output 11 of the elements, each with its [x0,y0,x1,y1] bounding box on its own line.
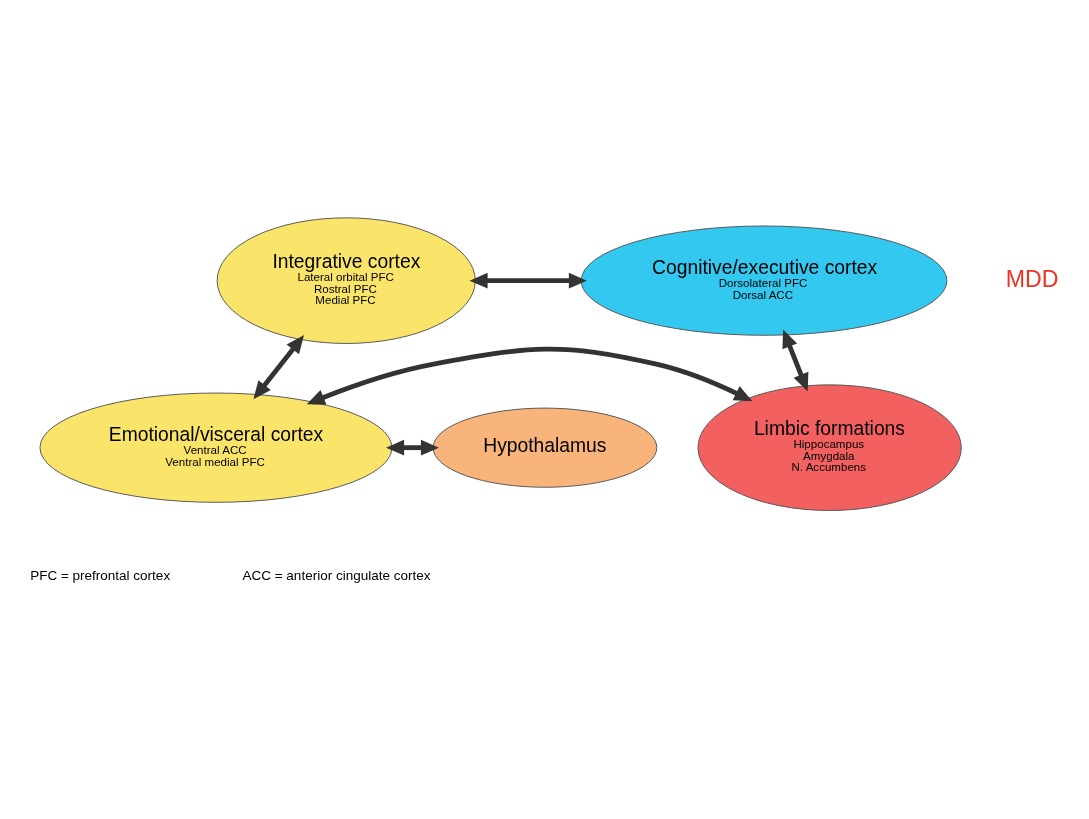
arrow [253,335,304,400]
label: ACC = anterior cingulate cortex [242,568,431,584]
arrow [469,272,587,289]
node-ellipse: Cognitive/executive cortex Dorsolateral PFC Dorsal ACC [580,225,948,336]
node-ellipse: Integrative cortex Lateral orbital PFC Rostral PFC Medial PFC [216,217,476,344]
label: MDD [1005,265,1059,292]
arrow [782,329,809,392]
arrow [386,439,439,456]
arrow [306,346,753,405]
label: PFC = prefrontal cortex [30,568,171,584]
node-ellipse: Hypothalamus [432,407,658,488]
